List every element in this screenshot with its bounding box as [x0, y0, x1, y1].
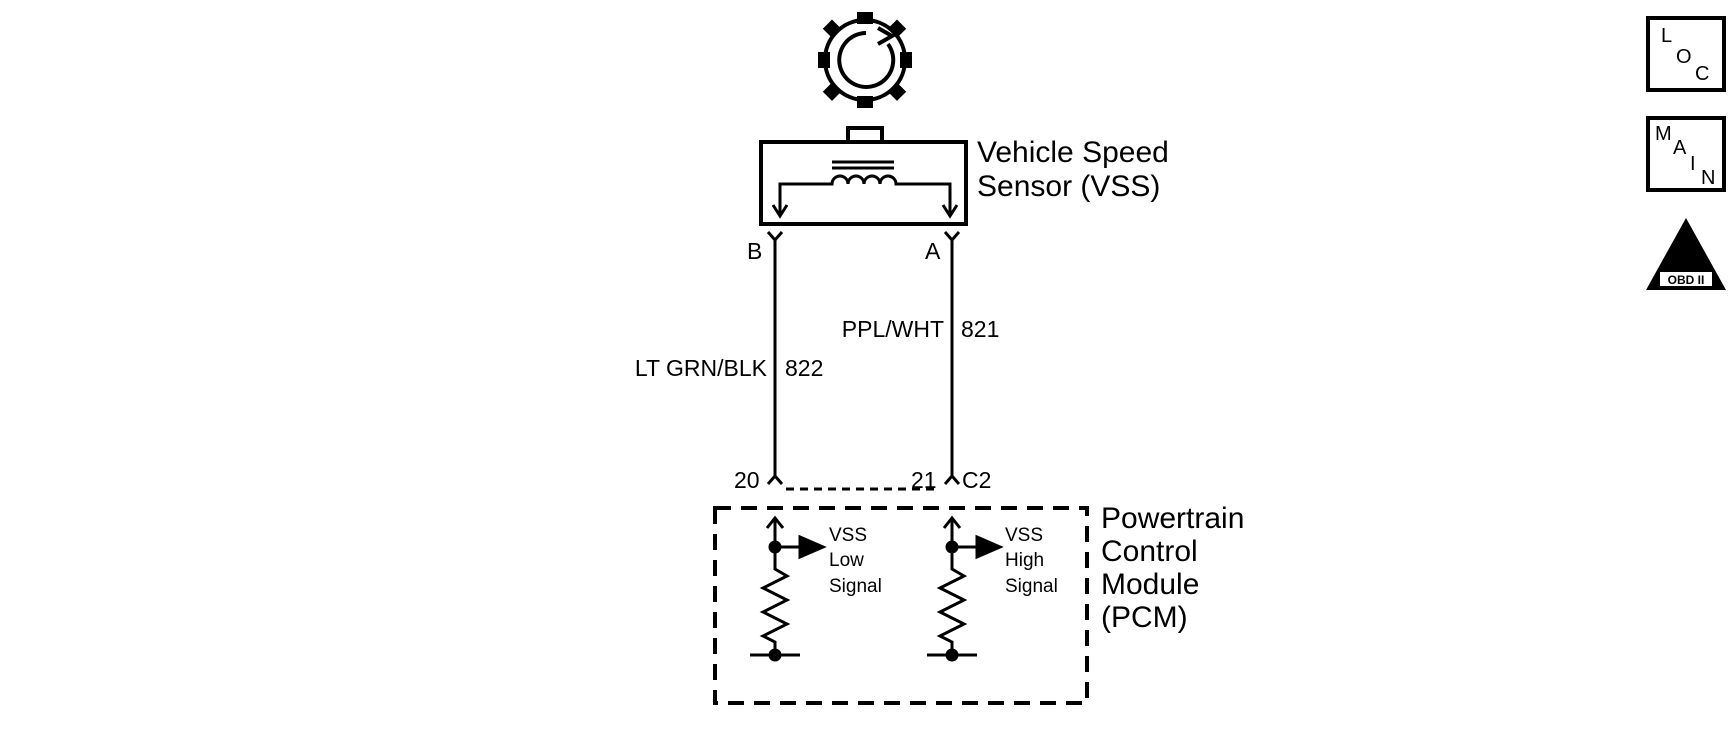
vss-sensor-body: [759, 126, 968, 226]
svg-text:M: M: [1655, 123, 1672, 145]
vss-high-circuit: [927, 515, 1004, 662]
svg-text:O: O: [1676, 46, 1692, 68]
vss-low-signal-line1: VSS: [829, 525, 867, 546]
wire-822-circuit: 822: [785, 355, 823, 381]
tone-wheel-icon: [818, 12, 912, 108]
svg-text:C: C: [1695, 63, 1709, 85]
sensor-name-line1: Vehicle Speed: [977, 136, 1169, 169]
vss-low-signal-line3: Signal: [829, 576, 882, 597]
sensor-pin-b: B: [747, 238, 762, 264]
sensor-pin-a: A: [925, 238, 941, 264]
pcm-name-line1: Powertrain: [1101, 502, 1244, 535]
pcm-name-line3: Module: [1101, 568, 1199, 601]
svg-text:II: II: [1680, 245, 1692, 270]
vss-high-signal-line1: VSS: [1005, 525, 1043, 546]
svg-text:I: I: [1690, 153, 1696, 175]
pcm-pin-20: 20: [734, 467, 760, 493]
pcm-pin-21: 21: [911, 467, 937, 493]
vss-high-signal-line2: High: [1005, 550, 1044, 571]
main-icon[interactable]: M A I N: [1646, 116, 1726, 192]
vss-low-circuit: [750, 515, 827, 662]
pcm-name-line4: (PCM): [1101, 601, 1188, 634]
pcm-name-line2: Control: [1101, 535, 1198, 568]
wire-821-circuit: 821: [961, 316, 999, 342]
wire-821-color: PPL/WHT: [842, 316, 944, 342]
svg-text:L: L: [1661, 25, 1672, 47]
pcm-connector-marks: [766, 473, 961, 491]
svg-text:A: A: [1673, 137, 1687, 159]
pcm-connector-c2: C2: [962, 467, 991, 493]
wire-822-color: LT GRN/BLK: [635, 355, 768, 381]
pcm-box: [713, 506, 1089, 705]
obd-ii-icon[interactable]: II OBD II: [1646, 218, 1726, 290]
vss-low-signal-line2: Low: [829, 550, 864, 571]
vss-high-signal-line3: Signal: [1005, 576, 1058, 597]
loc-icon[interactable]: L O C: [1646, 16, 1726, 92]
svg-text:N: N: [1701, 167, 1715, 189]
svg-text:OBD II: OBD II: [1668, 273, 1705, 287]
sensor-name-line2: Sensor (VSS): [977, 170, 1160, 203]
